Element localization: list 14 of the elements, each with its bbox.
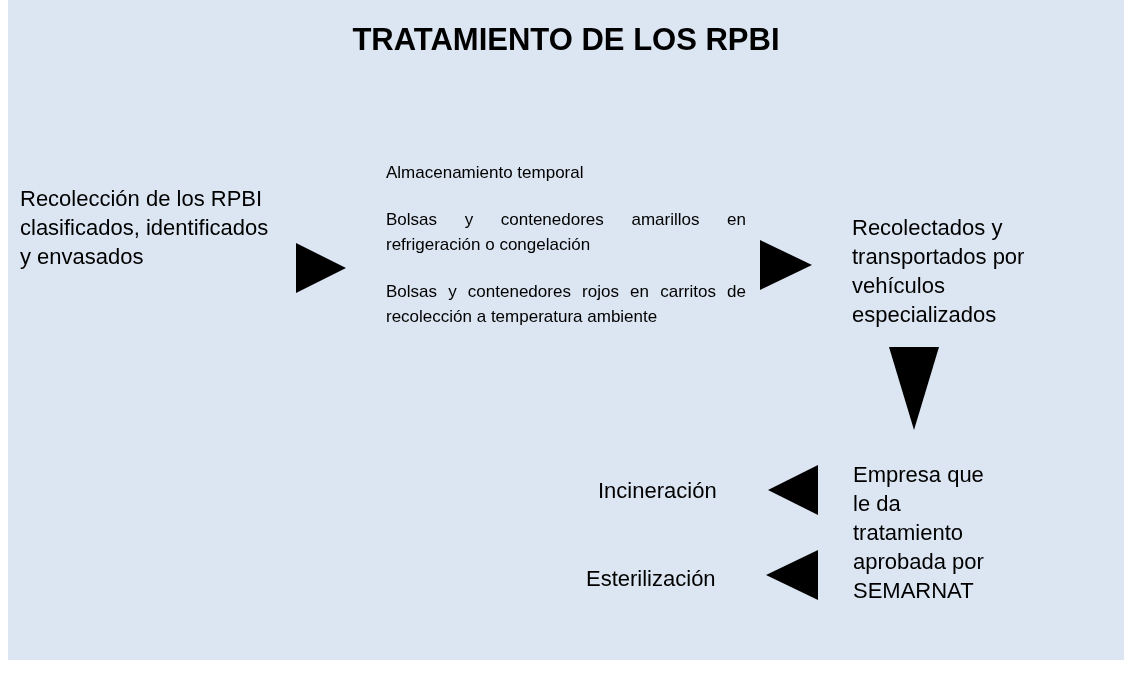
node-text: Empresa que le da tratamiento aprobada por SEMARNAT [853, 461, 985, 605]
arrow [766, 550, 818, 600]
node-text: Bolsas y contenedores rojos en carritos de recolección a temperatura ambiente [386, 281, 746, 328]
node-text: Esterilización [586, 565, 717, 593]
node-text: Recolección de los RPBI clasificados, identificados y envasados [20, 185, 270, 271]
arrow [760, 240, 812, 290]
node-text: Recolectados y transportados por vehículos especializados [852, 214, 1026, 329]
diagram-title: TRATAMIENTO DE LOS RPBI [351, 22, 781, 58]
arrow [768, 465, 818, 515]
node-text: Bolsas y contenedores amarillos en refrigeración o congelación [386, 209, 746, 256]
arrow [889, 347, 939, 430]
node-text: Incineración [598, 477, 718, 505]
node-heading: Almacenamiento temporal [386, 162, 585, 184]
arrow [296, 243, 346, 293]
